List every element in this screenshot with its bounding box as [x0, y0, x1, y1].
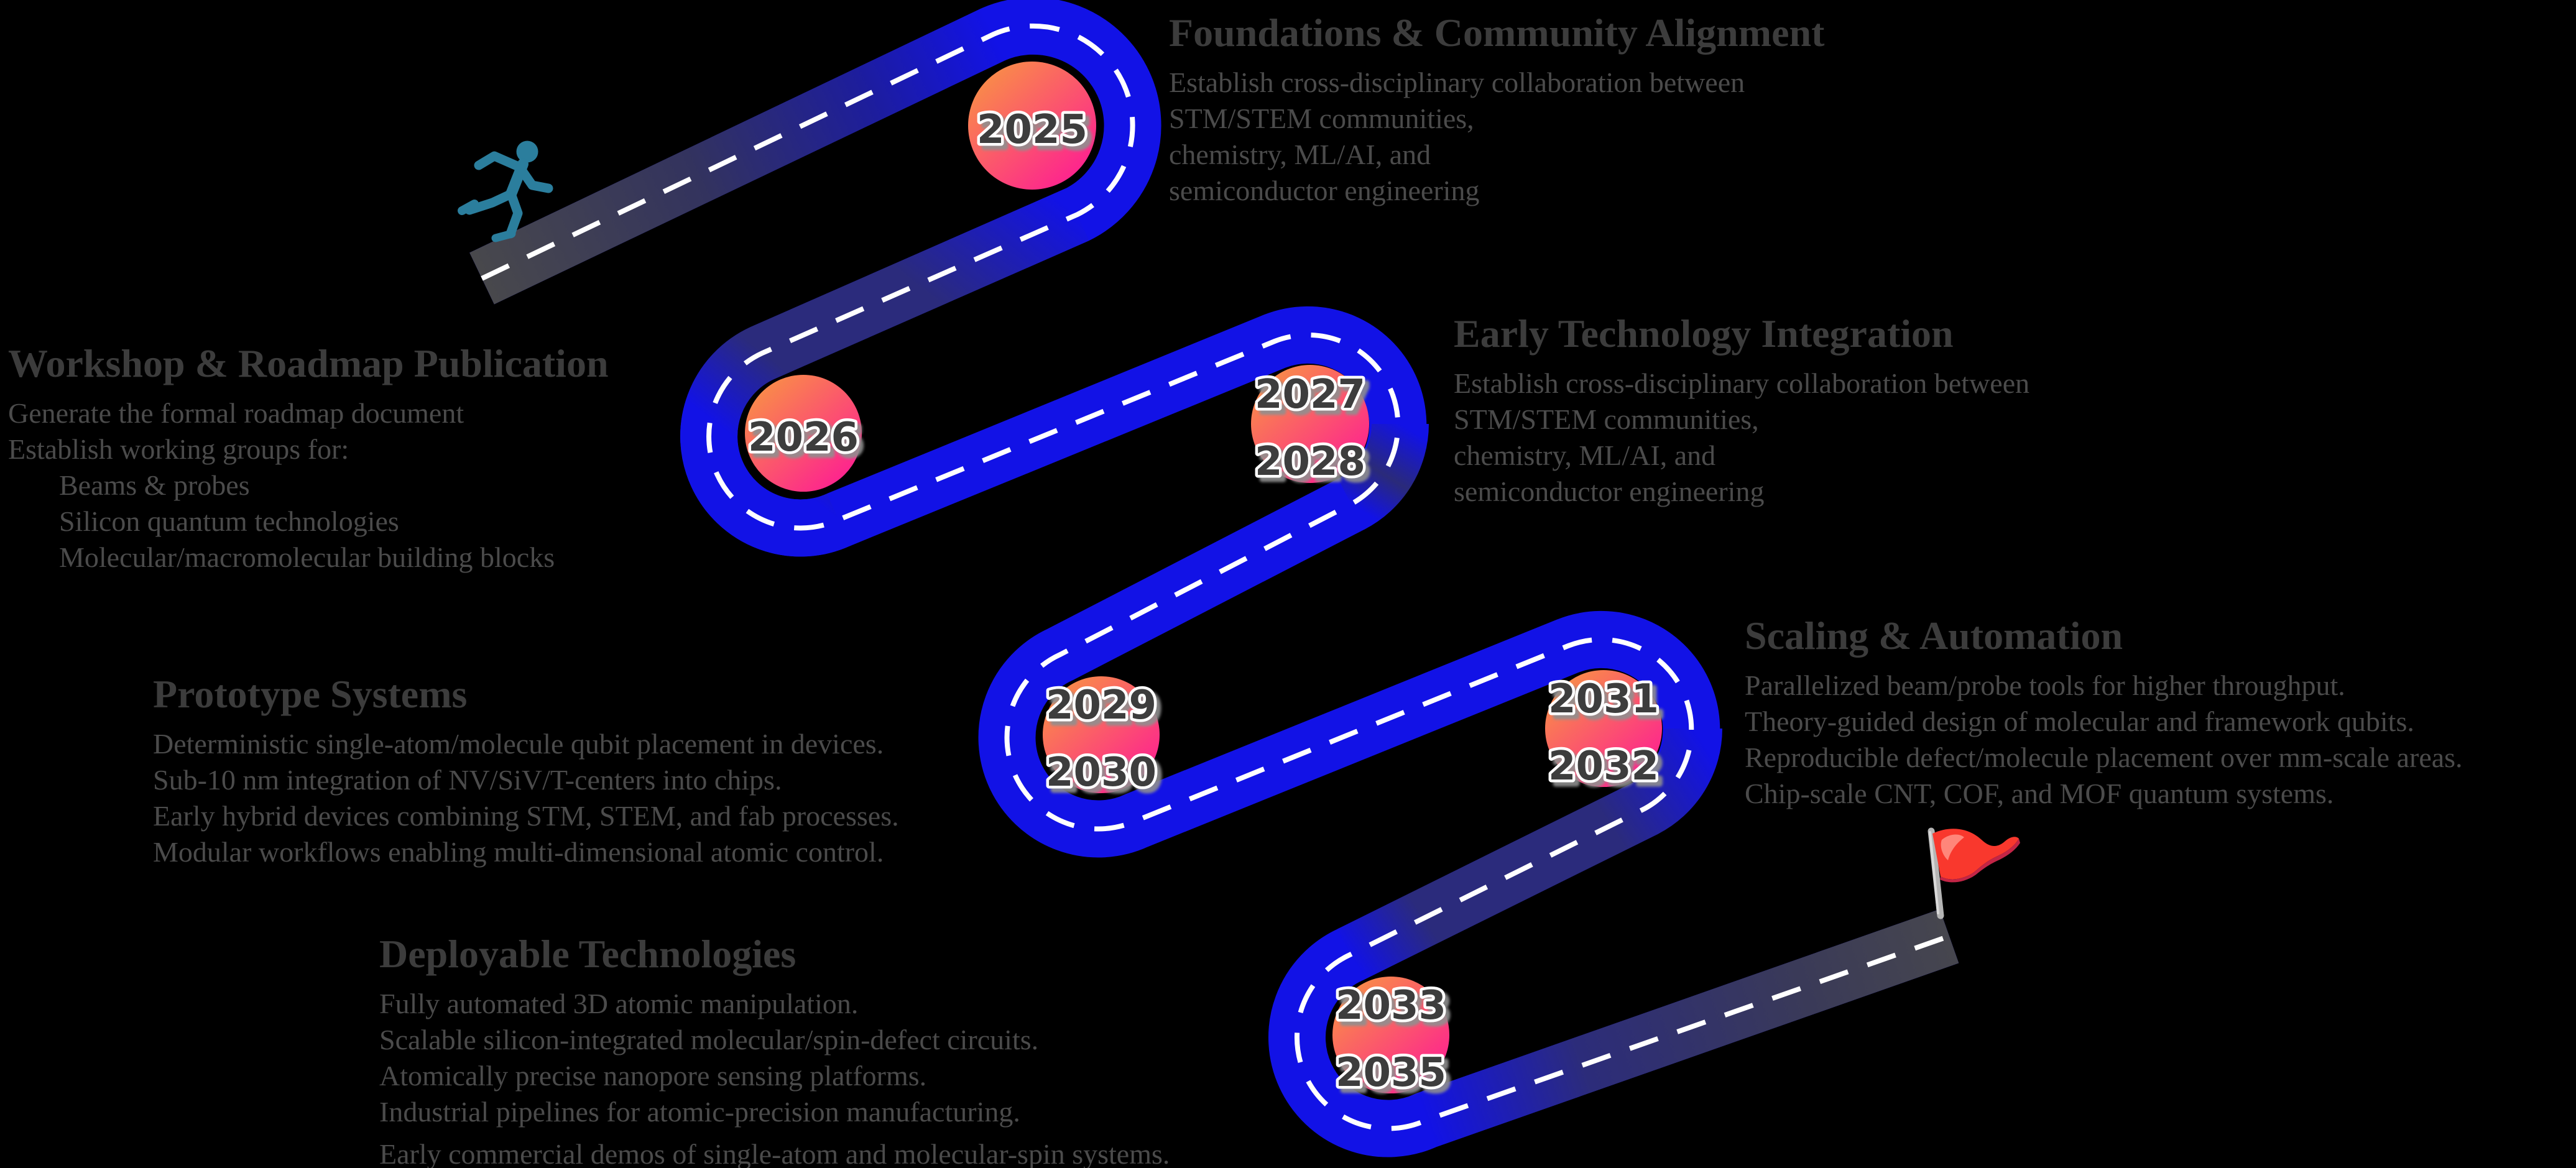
milestone-title: Prototype Systems	[153, 672, 468, 716]
milestone-line: Early hybrid devices combining STM, STEM…	[153, 800, 899, 832]
finish-flag-icon	[1927, 827, 2020, 919]
milestone-title: Deployable Technologies	[379, 932, 796, 976]
badge-year-label: 2033	[1336, 983, 1446, 1029]
milestone-badge-2031-2032: 2031 2032	[1545, 670, 1662, 793]
badge-circle	[1251, 365, 1369, 483]
badge-year-label: 2030	[1046, 750, 1156, 796]
milestone-line: chemistry, ML/AI, and	[1169, 139, 1431, 170]
milestone-line: Chip-scale CNT, COF, and MOF quantum sys…	[1745, 778, 2334, 809]
badge-year-label: 2031	[1548, 676, 1659, 722]
milestone-text-deployable-technologies: Deployable Technologies Fully automated …	[379, 931, 1170, 1168]
milestone-text-foundations: Foundations & Community Alignment Establ…	[1169, 10, 1824, 209]
badge-year-label: 2029	[1046, 683, 1156, 729]
milestone-line: Theory-guided design of molecular and fr…	[1745, 706, 2414, 737]
milestone-line: chemistry, ML/AI, and	[1454, 439, 1716, 471]
badge-year-label: 2025	[977, 107, 1087, 153]
badge-circle	[1545, 670, 1662, 787]
milestone-line: Sub-10 nm integration of NV/SiV/T-center…	[153, 764, 782, 796]
milestone-line: Deterministic single-atom/molecule qubit…	[153, 728, 884, 760]
milestone-line: Reproducible defect/molecule placement o…	[1745, 742, 2463, 773]
badge-circle	[1043, 676, 1160, 793]
milestone-badge-2025: 2025	[968, 62, 1096, 190]
milestone-title: Scaling & Automation	[1745, 614, 2123, 658]
road-center-dashes	[481, 23, 1950, 1131]
milestone-line: Establish working groups for:	[8, 433, 349, 465]
badge-year-label: 2026	[748, 415, 859, 461]
milestone-title: Early Technology Integration	[1454, 311, 1954, 356]
milestone-text-scaling-automation: Scaling & Automation Parallelized beam/p…	[1745, 613, 2463, 812]
milestone-line: STM/STEM communities,	[1454, 403, 1759, 435]
milestone-text-workshop: Workshop & Roadmap Publication Generate …	[8, 341, 609, 576]
running-person-icon	[458, 140, 553, 242]
badge-circle	[745, 375, 862, 492]
milestone-text-prototype-systems: Prototype Systems Deterministic single-a…	[153, 671, 899, 870]
milestone-line: Industrial pipelines for atomic-precisio…	[379, 1096, 1020, 1128]
badge-circle	[1332, 977, 1449, 1093]
badge-year-label: 2032	[1548, 743, 1659, 789]
milestone-line: Early commercial demos of single-atom an…	[379, 1138, 1170, 1168]
badge-year-label: 2028	[1255, 439, 1365, 485]
badge-year-label: 2027	[1255, 372, 1365, 418]
flag-highlight	[1941, 834, 1964, 860]
milestone-line: Parallelized beam/probe tools for higher…	[1745, 669, 2345, 701]
milestone-line: Establish cross-disciplinary collaborati…	[1454, 367, 2030, 399]
milestone-line: Generate the formal roadmap document	[8, 397, 464, 429]
milestone-line: semiconductor engineering	[1454, 476, 1765, 507]
milestone-badge-2029-2030: 2029 2030	[1043, 676, 1160, 799]
milestone-badge-2027-2028: 2027 2028	[1251, 365, 1369, 488]
milestone-line: Fully automated 3D atomic manipulation.	[379, 988, 859, 1019]
milestone-line: Molecular/macromolecular building blocks	[59, 541, 555, 573]
flag-pole-highlight	[1929, 831, 1939, 914]
milestone-line: Silicon quantum technologies	[59, 505, 399, 537]
milestone-line: Atomically precise nanopore sensing plat…	[379, 1060, 927, 1092]
milestone-title: Foundations & Community Alignment	[1169, 11, 1825, 55]
milestone-line: Modular workflows enabling multi-dimensi…	[153, 836, 884, 868]
milestone-badge-2026: 2026	[745, 375, 862, 492]
badge-circle	[968, 62, 1096, 190]
milestone-title: Workshop & Roadmap Publication	[8, 341, 609, 385]
milestone-line: Establish cross-disciplinary collaborati…	[1169, 67, 1745, 98]
milestone-text-early-technology: Early Technology Integration Establish c…	[1454, 311, 2029, 510]
milestone-line: Beams & probes	[59, 469, 250, 501]
milestone-line: semiconductor engineering	[1169, 175, 1480, 206]
milestone-badge-2033-2035: 2033 2035	[1332, 977, 1449, 1099]
badge-year-label: 2035	[1336, 1050, 1446, 1096]
milestone-line: Scalable silicon-integrated molecular/sp…	[379, 1024, 1039, 1055]
flag-pole	[1927, 827, 1944, 919]
milestone-line: STM/STEM communities,	[1169, 103, 1474, 134]
